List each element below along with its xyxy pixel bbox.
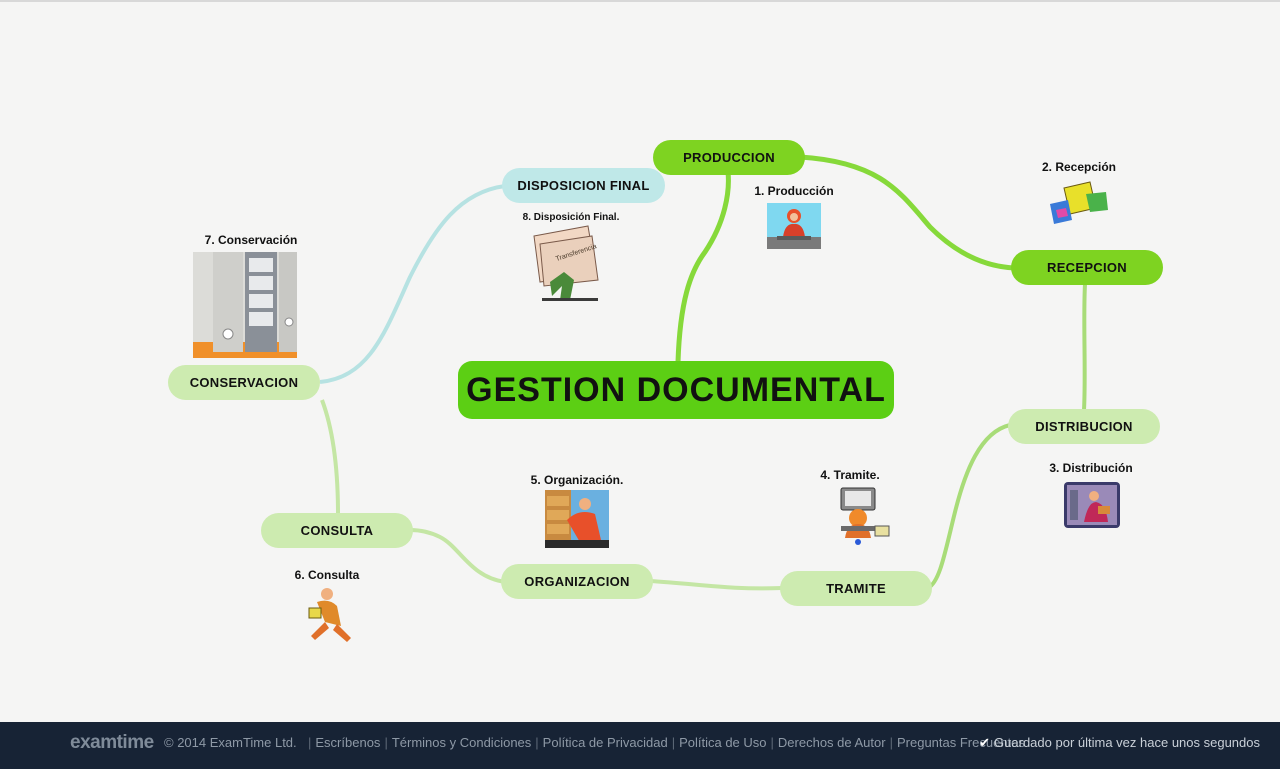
caption-tramite: 4. Tramite. (820, 468, 880, 482)
save-status: ✔Guardado por última vez hace unos segun… (979, 735, 1260, 751)
caption-distribucion: 3. Distribución (1049, 461, 1133, 475)
footer-separator: | (384, 735, 388, 750)
link-organizacion-consulta (409, 528, 506, 584)
link-consulta-conservacion (320, 399, 340, 515)
caption-produccion: 1. Producción (754, 184, 834, 198)
caption-organizacion: 5. Organización. (530, 473, 624, 487)
footer-brand-logo[interactable]: examtime (70, 732, 154, 753)
node-organizacion[interactable]: ORGANIZACION (501, 564, 653, 599)
footer-separator: | (671, 735, 676, 750)
link-conservacion-disposicion (319, 184, 506, 384)
mind-map-links (319, 154, 1087, 591)
consulta-clipart (308, 588, 351, 642)
footer-separator: | (889, 735, 893, 750)
link-distribucion-tramite (926, 423, 1011, 590)
link-tramite-organizacion (649, 579, 783, 591)
produccion-clipart (767, 203, 821, 249)
node-produccion[interactable]: PRODUCCION (653, 140, 805, 175)
link-produccion-recepcion (799, 154, 1016, 271)
recepcion-clipart (1050, 181, 1108, 224)
footer-links: |Escríbenos|Términos y Condiciones|Polít… (304, 735, 1025, 750)
footer-link-faq[interactable]: Preguntas Frecuentes (896, 735, 1025, 750)
caption-disposicion-final: 8. Disposición Final. (522, 212, 620, 223)
footer-copyright: © 2014 ExamTime Ltd. (164, 735, 297, 750)
caption-conservacion: 7. Conservación (204, 233, 298, 247)
footer-link-derechos[interactable]: Derechos de Autor (777, 735, 886, 750)
caption-consulta: 6. Consulta (294, 568, 360, 582)
node-consulta[interactable]: CONSULTA (261, 513, 413, 548)
footer-link-escribenos[interactable]: Escríbenos (315, 735, 381, 750)
save-status-text: Guardado por última vez hace unos segund… (994, 735, 1260, 750)
footer-separator: | (308, 735, 312, 750)
footer-separator: | (535, 735, 539, 750)
link-center-produccion (675, 171, 731, 363)
node-disposicion-final[interactable]: DISPOSICION FINAL (502, 168, 665, 203)
node-tramite[interactable]: TRAMITE (780, 571, 932, 606)
node-conservacion[interactable]: CONSERVACION (168, 365, 320, 400)
tramite-clipart (840, 487, 890, 545)
link-recepcion-distribucion (1082, 283, 1087, 411)
footer: examtime © 2014 ExamTime Ltd. |Escríbeno… (0, 722, 1280, 769)
mind-map-canvas[interactable]: GESTION DOCUMENTAL PRODUCCION RECEPCION … (0, 0, 1280, 722)
footer-link-terminos[interactable]: Términos y Condiciones (391, 735, 532, 750)
footer-link-uso[interactable]: Política de Uso (679, 735, 767, 750)
node-recepcion[interactable]: RECEPCION (1011, 250, 1163, 285)
disposicion-final-clipart: Transferencia (533, 225, 599, 301)
organizacion-clipart (545, 490, 609, 548)
distribucion-clipart (1064, 482, 1120, 528)
footer-separator: | (770, 735, 774, 750)
footer-link-privacidad[interactable]: Política de Privacidad (542, 735, 668, 750)
conservacion-clipart (193, 252, 297, 358)
caption-recepcion: 2. Recepción (1041, 160, 1117, 174)
node-distribucion[interactable]: DISTRIBUCION (1008, 409, 1160, 444)
check-icon: ✔ (979, 735, 991, 750)
node-gestion-documental[interactable]: GESTION DOCUMENTAL (458, 361, 894, 419)
